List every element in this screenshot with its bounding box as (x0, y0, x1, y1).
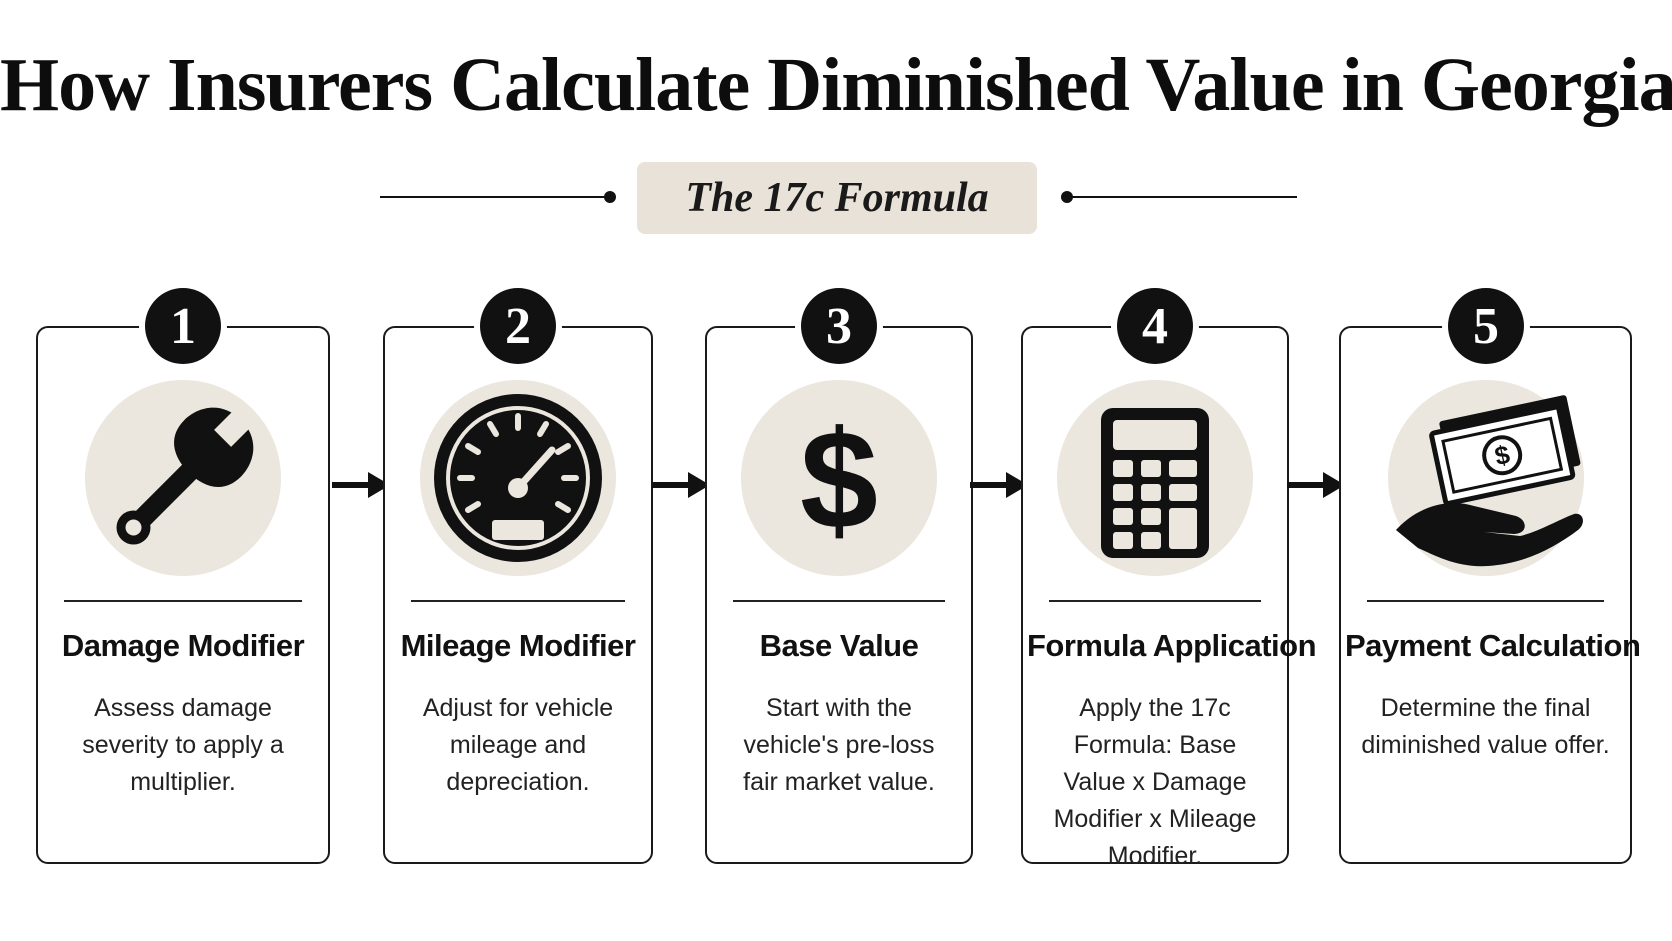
svg-text:$: $ (1491, 439, 1512, 471)
step-title: Formula Application (1027, 628, 1317, 663)
icon-circle: $ (1387, 380, 1584, 576)
step-description: Assess damage severity to apply a multip… (82, 694, 284, 796)
icon-circle: $ (741, 380, 937, 576)
speedometer-icon (434, 394, 602, 562)
dollar-sign-icon: $ (800, 401, 878, 558)
arrow-right-icon (332, 472, 390, 498)
step-description: Determine the final diminished value off… (1361, 694, 1610, 759)
step-number-badge-4: 4 (1117, 288, 1193, 364)
card-divider (411, 600, 625, 602)
subtitle-badge: The 17c Formula (637, 162, 1037, 234)
card-divider (1049, 600, 1261, 602)
step-title: Damage Modifier (61, 628, 305, 663)
step-title: Payment Calculation (1345, 628, 1641, 663)
step-number-badge-1: 1 (145, 288, 221, 364)
icon-circle (1057, 380, 1253, 576)
step-card-3: $ Base Value Start with the vehicle's pr… (705, 326, 973, 864)
step-card-1: Damage Modifier Assess damage severity t… (36, 326, 330, 864)
wrench-icon (116, 401, 260, 545)
calculator-icon (1101, 408, 1209, 558)
arrow-right-icon (1287, 472, 1345, 498)
card-divider (1367, 600, 1604, 602)
step-card-4: Formula Application Apply the 17c Formul… (1021, 326, 1317, 870)
icon-circle (420, 380, 616, 576)
subtitle-left-dot (604, 191, 616, 203)
cash-in-hand-icon: $ (1395, 395, 1583, 567)
step-card-2: Mileage Modifier Adjust for vehicle mile… (383, 326, 653, 864)
card-divider (733, 600, 945, 602)
page-title: How Insurers Calculate Diminished Value … (0, 43, 1672, 127)
subtitle-right-line (1067, 196, 1297, 198)
step-description: Adjust for vehicle mileage and depreciat… (422, 694, 614, 796)
step-description: Apply the 17c Formula: Base Value x Dama… (1053, 694, 1257, 870)
arrow-right-icon (652, 472, 710, 498)
step-description: Start with the vehicle's pre-loss fair m… (743, 694, 935, 796)
step-card-5: $ Payment Calculation Determine the fina… (1339, 326, 1641, 864)
icon-circle (85, 380, 281, 576)
arrow-right-icon (970, 472, 1028, 498)
step-number-badge-2: 2 (480, 288, 556, 364)
step-number-badge-5: 5 (1448, 288, 1524, 364)
card-divider (64, 600, 302, 602)
step-title: Mileage Modifier (400, 628, 636, 663)
step-title: Base Value (759, 628, 919, 663)
step-number-badge-3: 3 (801, 288, 877, 364)
svg-text:$: $ (800, 401, 878, 558)
subtitle-text: The 17c Formula (685, 175, 989, 221)
subtitle-left-line (380, 196, 610, 198)
